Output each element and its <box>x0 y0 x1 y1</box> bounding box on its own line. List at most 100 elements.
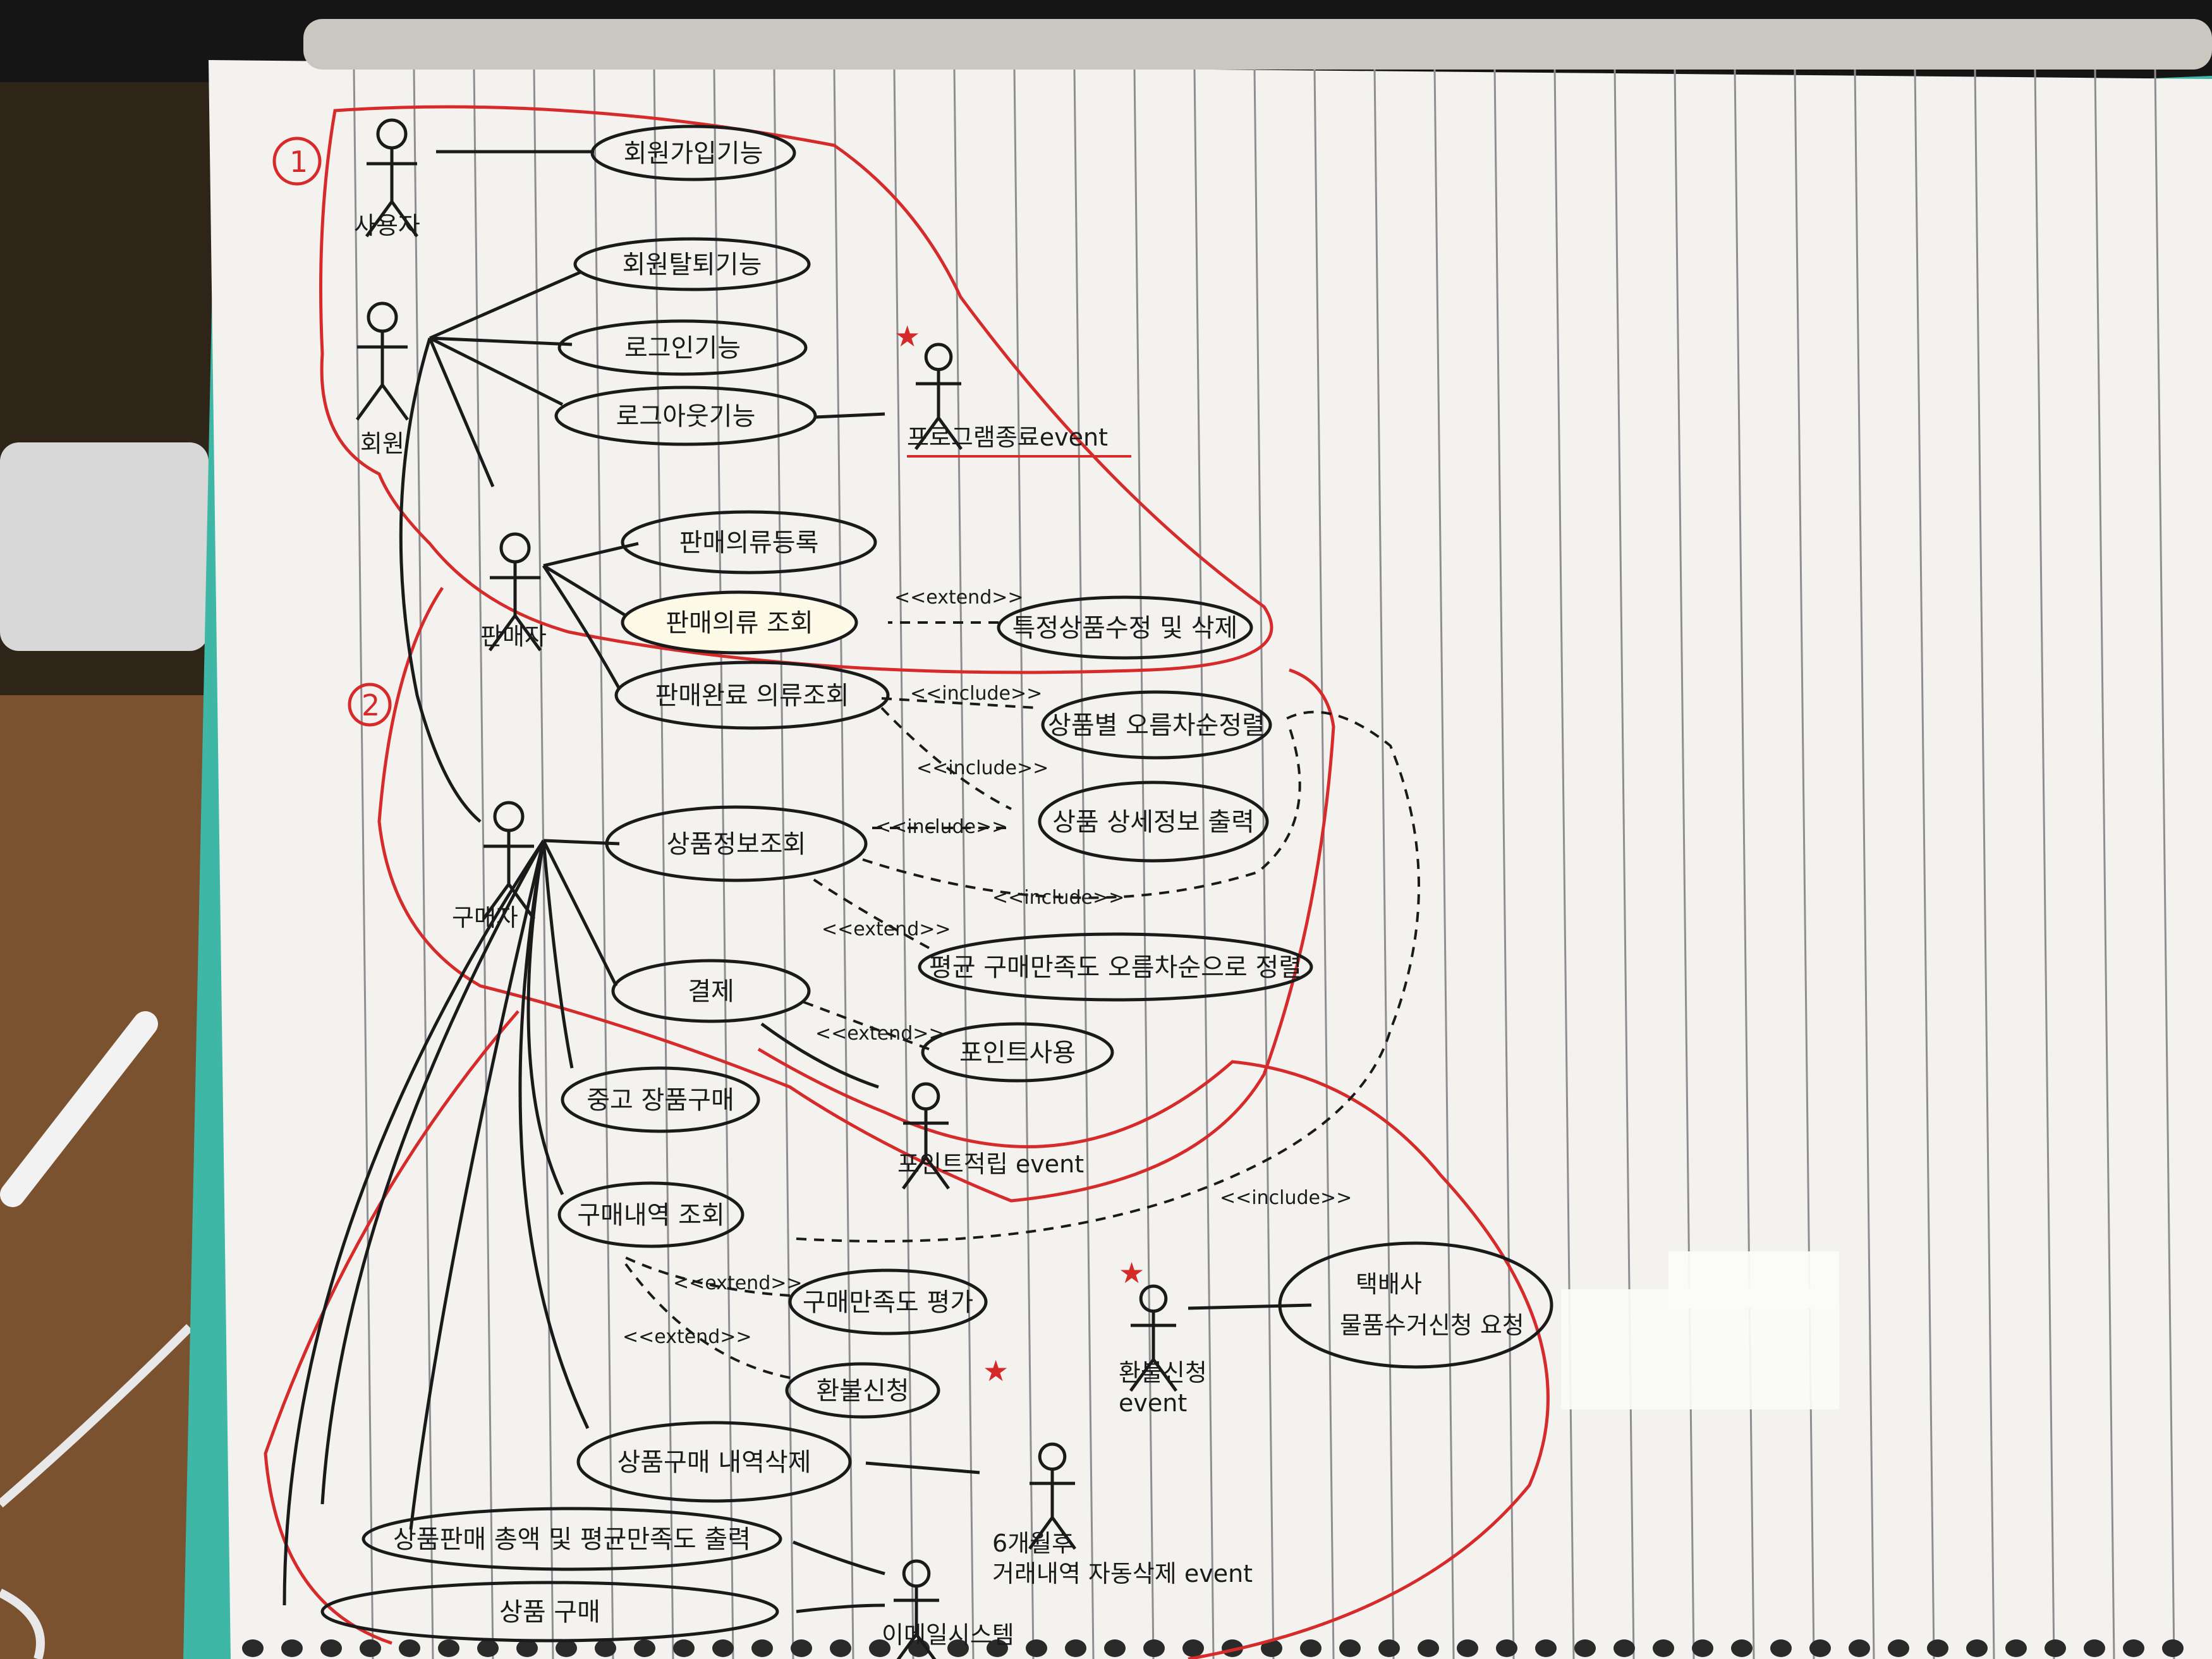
usecase-label: 상품정보조회 <box>667 830 806 859</box>
usecase-delete-history: 상품구매 내역삭제 <box>576 1421 852 1503</box>
section-2-number: 2 <box>362 688 380 722</box>
section-1-marker <box>272 137 322 186</box>
stick-figure-icon <box>488 562 542 652</box>
stick-figure-icon <box>894 1586 939 1659</box>
courier-line-1: 택배사 <box>1356 1270 1422 1298</box>
usecase-oval <box>621 590 858 655</box>
actor-label: 이메일시스템 <box>882 1621 1014 1649</box>
usecase-label: 상품별 오름차순정렬 <box>1048 711 1265 740</box>
label-extend-2: <<extend>> <box>822 918 951 940</box>
actor-label: 사용자 <box>354 212 420 240</box>
stick-figure-icon <box>482 830 536 920</box>
usecase-oval <box>557 319 808 376</box>
label-include-3: <<include>> <box>875 816 1007 838</box>
usecase-label: 상품 구매 <box>499 1598 600 1627</box>
usecase-oval <box>614 660 890 730</box>
usecase-register-product: 판매의류등록 <box>621 510 877 574</box>
actor-label: 환불신청 <box>1119 1359 1207 1387</box>
stick-figure-icon <box>1028 1469 1077 1550</box>
usecase-label: 특정상품수정 및 삭제 <box>1012 614 1238 643</box>
svg-text:★: ★ <box>894 319 920 353</box>
actor-label: event <box>1119 1389 1187 1417</box>
usecase-label: 로그인기능 <box>624 334 741 363</box>
usecase-label: 포인트사용 <box>959 1038 1076 1067</box>
usecase-satisfaction-rate: 구매만족도 평가 <box>788 1268 988 1335</box>
association-lines <box>283 150 1312 1613</box>
usecase-label: 판매의류등록 <box>679 528 819 557</box>
usecase-oval <box>921 1022 1114 1083</box>
label-include-5: <<include>> <box>1220 1187 1352 1209</box>
svg-text:★: ★ <box>983 1354 1009 1388</box>
usecase-product-lookup: 상품정보조회 <box>605 805 868 882</box>
section-1-number: 1 <box>289 145 308 179</box>
usecase-label: 결제 <box>688 977 734 1006</box>
usecase-oval <box>1041 690 1272 760</box>
usecase-oval <box>561 1066 760 1133</box>
charger-block <box>0 442 209 651</box>
courier-line-2: 물품수거신청 요청 <box>1340 1311 1524 1339</box>
usecase-oval <box>576 1421 852 1503</box>
red-boundaries <box>264 105 1550 1659</box>
usecase-label: 상품구매 내역삭제 <box>617 1448 811 1477</box>
stylus-pencil <box>0 1011 158 1207</box>
usecase-oval <box>1038 781 1269 863</box>
actor-point-save: 포인트적립 event <box>897 1082 1084 1190</box>
usecase-withdraw: 회원탈퇴기능 <box>573 237 811 291</box>
stick-figure-icon <box>365 148 419 238</box>
correction-tape <box>1561 1289 1839 1409</box>
actor-label: 프로그램종료event <box>907 423 1108 451</box>
usecase-oval <box>785 1362 940 1419</box>
usecase-refund: 환불신청 <box>785 1362 940 1419</box>
actor-label: 거래내역 자동삭제 event <box>992 1560 1253 1588</box>
usecase-label: 상품 상세정보 출력 <box>1052 808 1255 837</box>
usecase-label: 판매완료 의류조회 <box>655 681 849 710</box>
label-extend-4: <<extend>> <box>673 1272 803 1294</box>
usecase-satisfaction-sort: 평균 구매만족도 오름차순으로 정렬 <box>918 932 1313 1002</box>
notebook-top-edge <box>303 19 2212 70</box>
usecase-label: 상품판매 총액 및 평균만족도 출력 <box>393 1525 751 1554</box>
usecase-oval <box>1278 1241 1553 1369</box>
usecase-oval <box>320 1581 779 1643</box>
usecase-edit-delete: 특정상품수정 및 삭제 <box>997 595 1253 660</box>
actor-user: 사용자 <box>354 118 420 240</box>
stick-figure-icon <box>914 369 963 451</box>
usecase-label: 구매내역 조회 <box>577 1201 725 1230</box>
usecase-sort-by-price: 상품별 오름차순정렬 <box>1041 690 1272 760</box>
usecase-oval <box>557 1181 744 1248</box>
actor-label: 구매자 <box>452 904 518 932</box>
label-extend-1: <<extend>> <box>894 586 1024 609</box>
usecase-history: 구매내역 조회 <box>557 1181 744 1248</box>
label-include-4: <<include>> <box>992 887 1124 909</box>
usecase-sales-total: 상품판매 총액 및 평균만족도 출력 <box>362 1507 782 1571</box>
stick-figure-icon <box>901 1109 951 1190</box>
usecase-view-products: 판매의류 조회 <box>621 590 858 655</box>
usecase-purchase: 상품 구매 <box>320 1581 779 1643</box>
actor-member: 회원 <box>355 301 410 458</box>
usecase-label: 판매의류 조회 <box>665 609 813 638</box>
usecase-logout: 로그아웃기능 <box>554 386 817 446</box>
usecase-oval <box>573 237 811 291</box>
actor-buyer: 구매자 <box>452 801 536 932</box>
usecase-courier <box>1278 1241 1553 1369</box>
usecase-label: 로그아웃기능 <box>616 402 756 431</box>
usecase-used-purchase: 중고 장품구매 <box>561 1066 760 1133</box>
actor-program-end: 프로그램종료event <box>907 343 1108 451</box>
usecase-oval <box>590 125 796 181</box>
cable <box>0 1324 193 1508</box>
dependency-lines <box>624 621 1420 1379</box>
actor-label: 6개월후 <box>992 1529 1074 1557</box>
usecase-oval <box>611 959 811 1023</box>
usecase-oval <box>788 1268 988 1335</box>
usecase-signup: 회원가입기능 <box>590 125 796 181</box>
usecase-oval <box>997 595 1253 660</box>
usecase-sold-view: 판매완료 의류조회 <box>614 660 890 730</box>
svg-text:★: ★ <box>1119 1256 1145 1290</box>
usecase-login: 로그인기능 <box>557 319 808 376</box>
usecase-label: 회원탈퇴기능 <box>623 250 762 279</box>
usecase-label: 중고 장품구매 <box>586 1086 734 1115</box>
usecase-oval <box>605 805 868 882</box>
label-include-1: <<include>> <box>910 683 1042 705</box>
actor-seller: 판매자 <box>480 532 547 652</box>
